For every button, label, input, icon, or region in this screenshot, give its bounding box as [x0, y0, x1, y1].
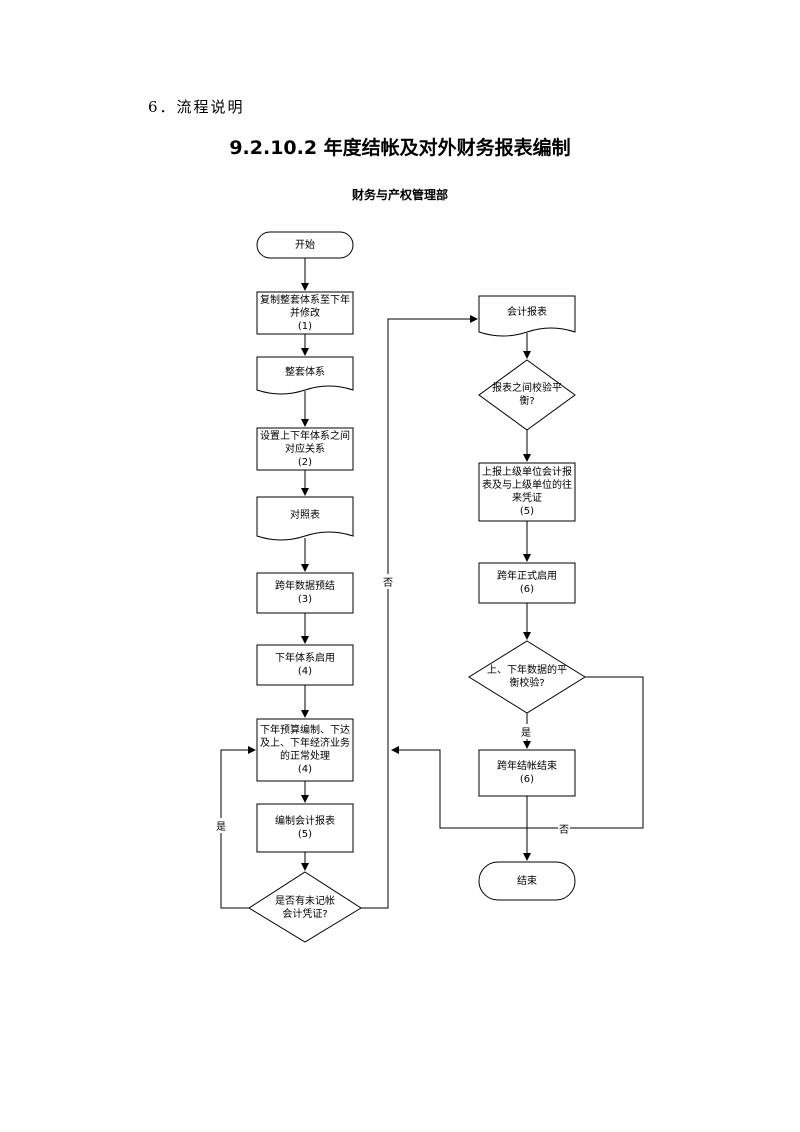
- doc-system-shape: [256, 356, 354, 395]
- doc-table-shape: [256, 496, 354, 541]
- decision1-label: 是否有未记帐会计凭证?: [275, 896, 335, 920]
- step5a-label: 编制会计报表 (5): [275, 816, 335, 840]
- decision1-diamond: [248, 871, 362, 943]
- doc-report-shape: [478, 295, 576, 337]
- section-heading: 6．流程说明: [148, 98, 245, 116]
- step4b-label: 下年预算编制、下达及上、下年经济业务的正常处理 (4): [260, 725, 350, 775]
- step2-label: 设置上下年体系之间对应关系 (2): [260, 430, 350, 468]
- step1-label: 复制整套体系至下年并修改 (1): [260, 294, 350, 332]
- doc-system-label: 整套体系: [285, 366, 325, 378]
- step5b-label: 上报上级单位会计报表及与上级单位的往来凭证 (5): [482, 467, 572, 517]
- doc-table-label: 对照表: [290, 509, 320, 521]
- doc-report-label: 会计报表: [507, 306, 547, 318]
- step6b-label: 跨年结帐结束 (6): [497, 761, 557, 785]
- decision3-label: 上、下年数据的平衡校验?: [487, 665, 567, 689]
- edge-label-no-left: 否: [382, 574, 394, 589]
- page-title: 9.2.10.2 年度结帐及对外财务报表编制: [229, 137, 571, 159]
- start-label: 开始: [295, 239, 315, 251]
- step4a-label: 下年体系启用 (4): [275, 653, 335, 677]
- end-label: 结束: [517, 875, 537, 887]
- department-label: 财务与产权管理部: [351, 188, 448, 202]
- step3-label: 跨年数据预结 (3): [275, 581, 335, 605]
- edge-label-no-right: 否: [558, 821, 570, 836]
- step6a-label: 跨年正式启用 (6): [497, 571, 557, 595]
- edge-label-yes-right: 是: [520, 724, 532, 739]
- edge-label-yes-left: 是: [215, 818, 227, 833]
- end-terminator: [478, 861, 576, 901]
- decision2-label: 报表之间校验平衡?: [492, 383, 562, 407]
